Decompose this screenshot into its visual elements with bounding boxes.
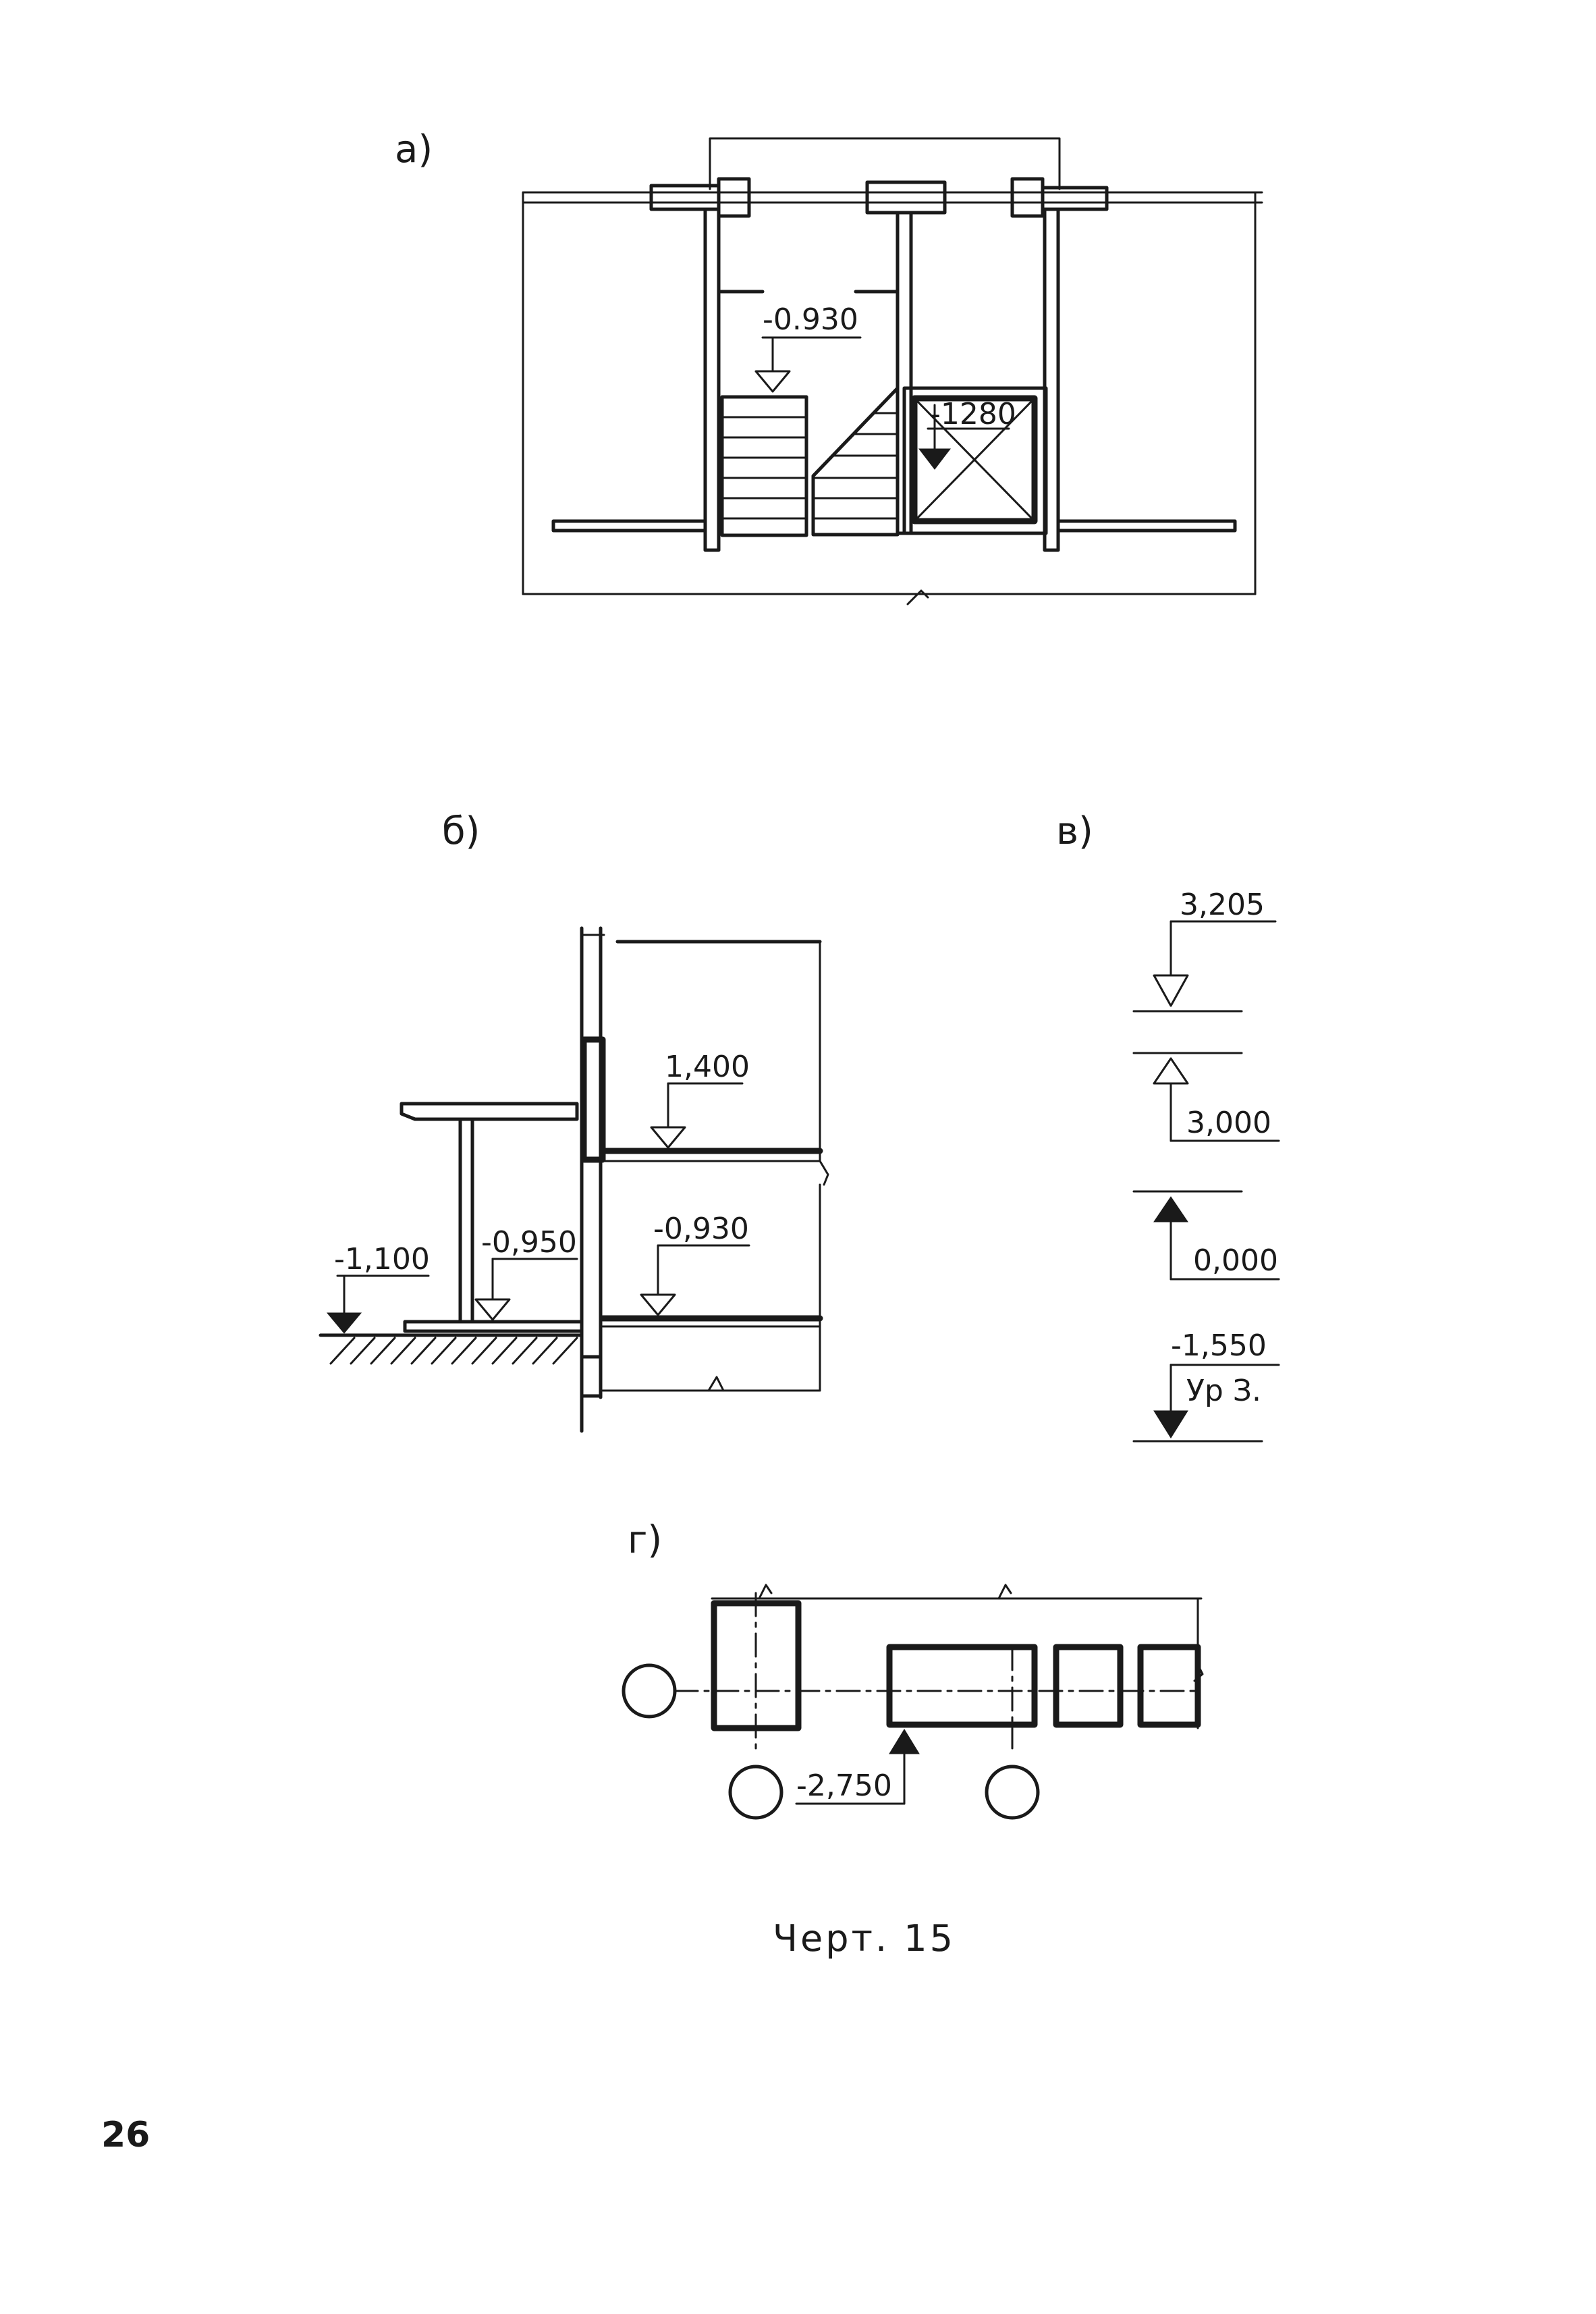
col-cap-2	[1010, 177, 1045, 218]
level-mark-b-basement: -0,930	[640, 1212, 750, 1316]
wall-left	[551, 519, 707, 533]
footing-block-1	[886, 1644, 1038, 1728]
level-mark-a-pit: -1280	[918, 397, 1016, 470]
panel-b-label: б)	[442, 809, 480, 853]
mark-v-water-note: Ур З.	[1186, 1374, 1261, 1408]
panel-g-label: г)	[628, 1518, 662, 1562]
panel-a-plan: а)	[395, 128, 1263, 606]
beam-center	[865, 180, 947, 215]
column-1	[703, 207, 721, 552]
mark-v-zero: 0,000	[1193, 1243, 1278, 1278]
top-bracket	[709, 137, 1061, 190]
porch-slab	[403, 1320, 584, 1333]
mark-v-upper: 3,000	[1186, 1106, 1271, 1140]
mark-a-pit: -1280	[930, 397, 1016, 431]
mark-b-floor: 1,400	[665, 1050, 750, 1084]
panel-v-marks: в) 3,205 3,000 0,000	[1056, 809, 1280, 1443]
level-mark-a-landing: -0.930	[754, 302, 862, 393]
panel-v-label: в)	[1056, 809, 1093, 853]
stair-right	[811, 386, 900, 537]
mark-v-water: -1,550	[1171, 1328, 1267, 1363]
break-g-1	[758, 1584, 773, 1600]
panel-g-foundation: г) -2,750	[622, 1518, 1204, 1820]
level-mark-g-base: -2,750	[795, 1729, 920, 1805]
mark-v-top: 3,205	[1180, 888, 1265, 922]
wall-right	[1056, 519, 1237, 533]
axis-bubble-left	[622, 1663, 677, 1719]
level-mark-b-ground: -1,100	[326, 1242, 430, 1334]
axis-bubble-1	[728, 1765, 783, 1820]
stair-left	[720, 395, 808, 537]
panel-b-section: б)	[319, 809, 829, 1433]
panel-a-label: а)	[395, 128, 433, 171]
level-mark-v-water: -1,550 Ур З.	[1132, 1328, 1280, 1443]
wall-footing	[580, 1355, 603, 1398]
level-mark-b-floor: 1,400	[650, 1050, 750, 1149]
level-mark-v-top: 3,205	[1132, 888, 1277, 1013]
page-number: 26	[101, 2115, 150, 2155]
mark-b-ground: -1,100	[334, 1242, 430, 1276]
break-mid	[819, 1160, 829, 1186]
break-bottom	[707, 1376, 725, 1392]
mark-g-base: -2,750	[796, 1769, 892, 1803]
footing-block-2	[1053, 1644, 1124, 1728]
axis-bubble-2	[985, 1765, 1040, 1820]
beam-left	[649, 184, 721, 211]
break-mark	[906, 589, 929, 606]
mark-b-porch: -0,950	[481, 1225, 577, 1260]
mark-a-landing: -0.930	[763, 302, 858, 337]
col-cap-1	[717, 177, 751, 218]
beam-right	[1041, 186, 1109, 211]
canopy	[400, 1102, 579, 1121]
figure-caption: Черт. 15	[773, 1917, 956, 1960]
mark-b-basement: -0,930	[653, 1212, 749, 1246]
level-mark-v-upper: 3,000	[1132, 1052, 1280, 1142]
column-3	[1043, 207, 1060, 552]
ground-hatch	[329, 1337, 578, 1365]
level-mark-v-zero: 0,000	[1132, 1190, 1280, 1281]
level-mark-b-porch: -0,950	[474, 1225, 578, 1321]
wall-pier	[580, 1036, 606, 1163]
footing-block-3	[1137, 1644, 1201, 1728]
break-g-2	[997, 1584, 1012, 1600]
